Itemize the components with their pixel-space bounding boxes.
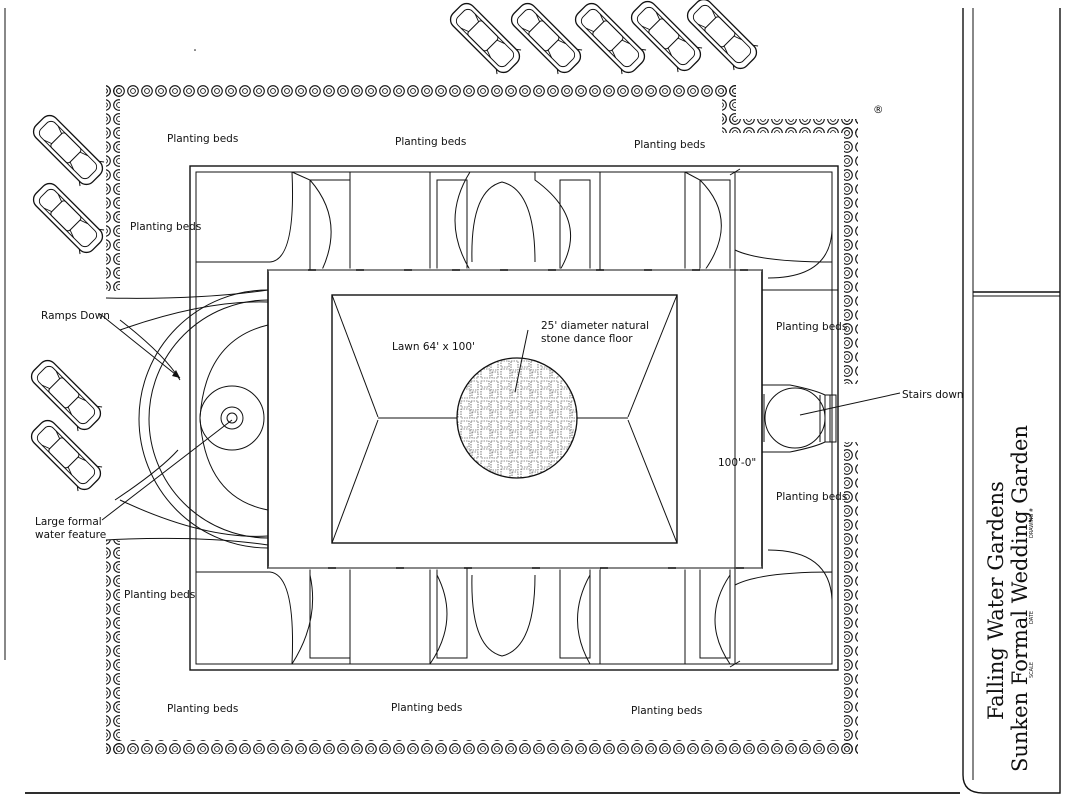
car-icon	[27, 109, 109, 191]
car-icon	[27, 177, 109, 259]
perimeter-hedge	[106, 83, 858, 754]
leader-lines	[99, 313, 901, 521]
label-planting-left-lower: Planting beds	[124, 589, 195, 601]
ramps-roundel	[105, 289, 269, 549]
label-planting-top-left: Planting beds	[167, 133, 238, 145]
stairs-down	[761, 384, 837, 453]
label-planting-right-lower: Planting beds	[776, 491, 847, 503]
garden-boundary	[189, 165, 839, 671]
label-planting-top-mid: Planting beds	[395, 136, 466, 148]
sunken-lawn	[267, 268, 763, 570]
label-water-feature-2: water feature	[35, 529, 106, 541]
label-stairs-down: Stairs down	[902, 389, 964, 401]
label-dimension: 100'-0"	[718, 457, 756, 469]
car-icon	[505, 0, 587, 79]
title-line-2: Sunken Formal Wedding Garden	[1008, 425, 1032, 772]
title-block: Falling Water Gardens Sunken Formal Wedd…	[984, 425, 1035, 772]
label-dance-floor-1: 25' diameter natural	[541, 320, 649, 332]
label-lawn: Lawn 64' x 100'	[392, 341, 475, 353]
registered-mark: ®	[873, 104, 884, 116]
scale-label: SCALE	[1029, 662, 1035, 678]
label-planting-right-upper: Planting beds	[776, 321, 847, 333]
title-line-1: Falling Water Gardens	[984, 481, 1008, 720]
car-icon	[25, 354, 107, 436]
label-water-feature-1: Large formal	[35, 516, 102, 528]
car-icon	[25, 414, 107, 496]
label-planting-bottom-right: Planting beds	[631, 705, 702, 717]
date-label: DATE	[1029, 611, 1035, 624]
label-ramps-down: Ramps Down	[41, 310, 110, 322]
drawing-label: DRAWING #	[1029, 508, 1035, 538]
dance-floor	[456, 357, 578, 479]
label-planting-bottom-left: Planting beds	[167, 703, 238, 715]
dimension-line	[729, 168, 741, 668]
car-icon	[444, 0, 526, 79]
label-dance-floor-2: stone dance floor	[541, 333, 633, 345]
page-frame	[4, 8, 1061, 794]
label-planting-top-right: Planting beds	[634, 139, 705, 151]
label-planting-bottom-mid: Planting beds	[391, 702, 462, 714]
label-planting-left-upper: Planting beds	[130, 221, 201, 233]
